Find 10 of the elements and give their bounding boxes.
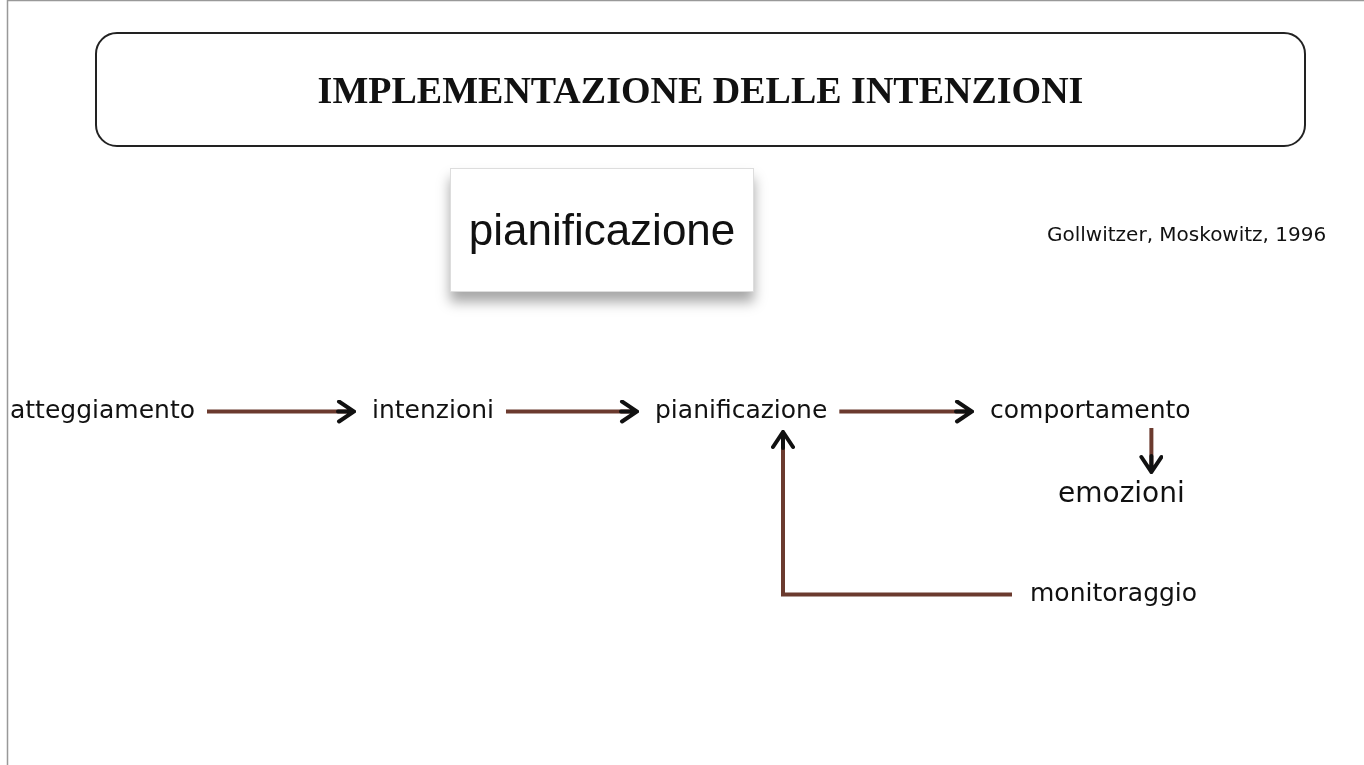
flow-term: monitoraggio — [1030, 578, 1198, 607]
highlight-card — [450, 168, 754, 292]
citation-text: Gollwitzer, Moskowitz, 1996 — [1047, 222, 1327, 246]
flow-term: intenzioni — [372, 395, 494, 424]
flow-term: pianificazione — [655, 395, 828, 424]
flow-term: emozioni — [1058, 476, 1185, 509]
title-text: IMPLEMENTAZIONE DELLE INTENZIONI — [317, 67, 1084, 112]
flow-term: atteggiamento — [10, 395, 195, 424]
flow-term: comportamento — [990, 395, 1191, 424]
card-text: pianificazione — [468, 205, 736, 255]
